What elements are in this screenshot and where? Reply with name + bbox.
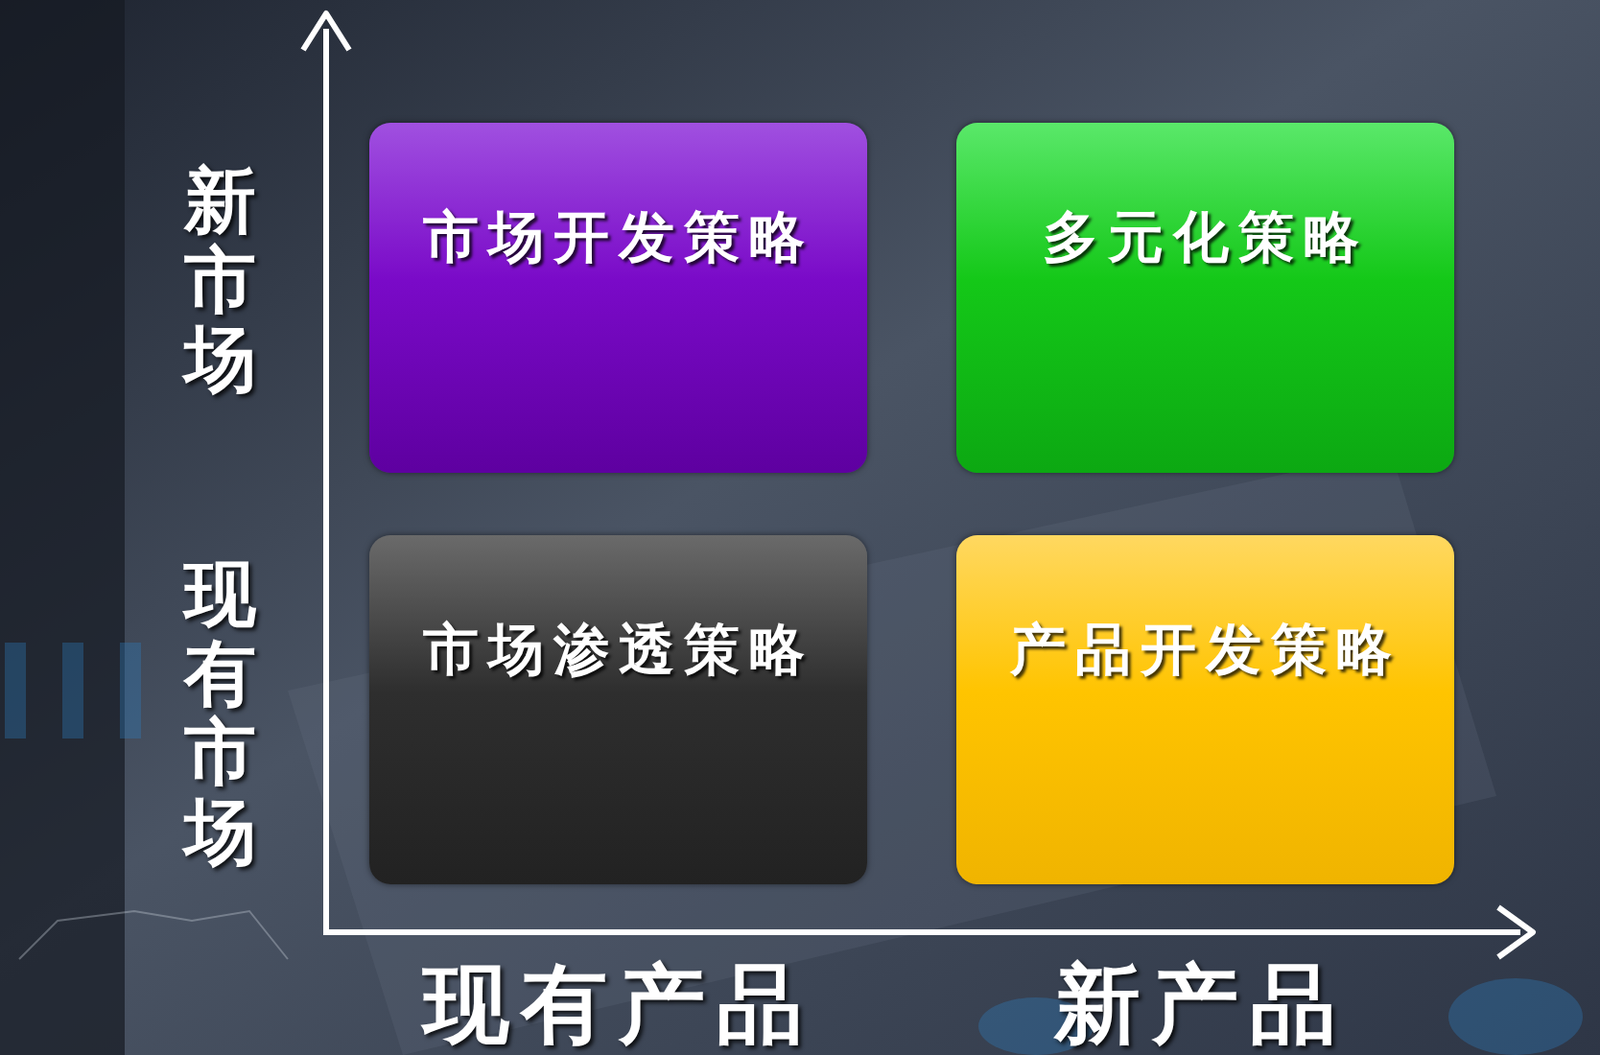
background-shade — [0, 0, 125, 1055]
axis-label: 现有产品 — [423, 956, 815, 1052]
strategy-box: 市场开发策略 — [369, 122, 868, 473]
background-chart — [4, 450, 1583, 1055]
y-axis — [323, 28, 330, 936]
axis-label: 现有市场 — [184, 554, 257, 871]
x-axis-arrowhead — [1498, 907, 1533, 958]
axis-label: 新产品 — [1054, 956, 1348, 1052]
strategy-box: 多元化策略 — [956, 122, 1455, 473]
strategy-box: 产品开发策略 — [956, 535, 1455, 885]
strategy-name: 多元化策略 — [1042, 204, 1369, 272]
strategy-name: 市场开发策略 — [423, 204, 815, 272]
strategy-name: 市场渗透策略 — [423, 616, 815, 684]
x-axis — [323, 929, 1521, 936]
strategy-name: 产品开发策略 — [1010, 616, 1402, 684]
strategy-box: 市场渗透策略 — [369, 535, 868, 885]
y-axis-arrowhead — [303, 13, 350, 50]
axis-label: 新市场 — [184, 161, 257, 400]
